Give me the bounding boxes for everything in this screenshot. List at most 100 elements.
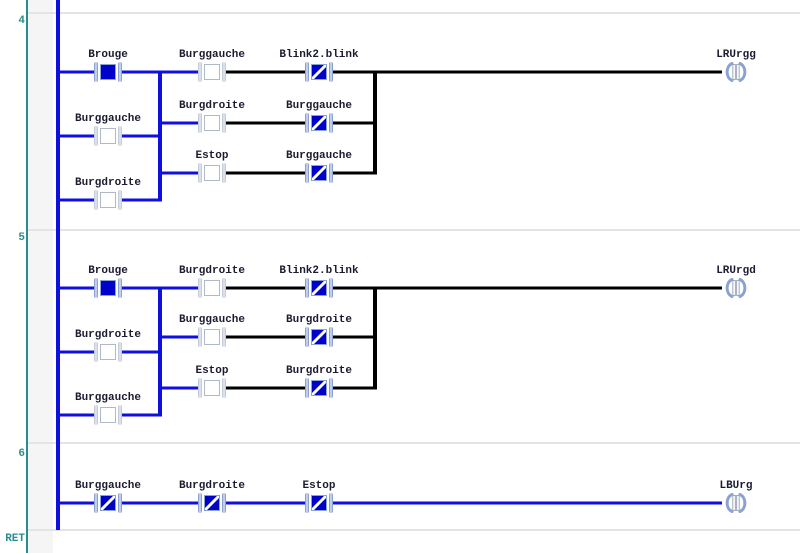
rung-number-gutter [28,0,53,553]
contact-label-brouge[interactable]: Brouge [88,49,128,61]
contact-burggauche[interactable] [94,126,122,146]
contact-label-burgdroite[interactable]: Burgdroite [178,100,245,112]
contact-right-bar [222,113,226,133]
coil-lburg[interactable] [722,493,750,513]
contact-burgdroite[interactable] [305,378,333,398]
coil-lrurgg[interactable] [722,62,750,82]
contact-left-bar [94,126,98,146]
contact-label-burggauche[interactable]: Burggauche [74,480,141,492]
contact-left-bar [305,493,309,513]
contact-right-bar [222,378,226,398]
contact-burggauche[interactable] [305,113,333,133]
contact-estop[interactable] [198,163,226,183]
contact-label-burggauche[interactable]: Burggauche [285,150,352,162]
contact-state-box [311,64,327,80]
contact-right-bar [118,405,122,425]
contact-brouge[interactable] [94,62,122,82]
contact-right-bar [118,342,122,362]
contact-left-bar [94,342,98,362]
contact-left-bar [94,190,98,210]
coil-label-lrurgd[interactable]: LRUrgd [716,265,756,277]
contact-state-box [100,192,116,208]
contact-state-box [100,280,116,296]
contact-burgdroite[interactable] [198,493,226,513]
contact-left-bar [198,378,202,398]
contact-burggauche[interactable] [198,62,226,82]
contact-left-bar [198,113,202,133]
contact-estop[interactable] [198,378,226,398]
contact-right-bar [222,327,226,347]
contact-burggauche[interactable] [94,405,122,425]
contact-right-bar [118,190,122,210]
contact-estop[interactable] [305,493,333,513]
contact-state-box [311,380,327,396]
contact-state-box [100,344,116,360]
contact-right-bar [222,163,226,183]
contact-left-bar [94,493,98,513]
contact-left-bar [305,278,309,298]
contact-label-burggauche[interactable]: Burggauche [74,113,141,125]
contact-left-bar [198,493,202,513]
contact-state-box [204,495,220,511]
contact-label-burggauche[interactable]: Burggauche [178,49,245,61]
contact-label-burgdroite[interactable]: Burgdroite [285,314,352,326]
contact-label-burggauche[interactable]: Burggauche [74,392,141,404]
contact-label-blink2-blink[interactable]: Blink2.blink [279,265,359,277]
contact-right-bar [222,62,226,82]
rung-number-5[interactable]: 5 [18,232,25,244]
coil-label-lburg[interactable]: LBUrg [719,480,753,492]
contact-burggauche[interactable] [305,163,333,183]
contact-burgdroite[interactable] [198,113,226,133]
contact-right-bar [118,126,122,146]
contact-burgdroite[interactable] [94,342,122,362]
rung-number-6[interactable]: 6 [18,448,25,460]
contact-right-bar [329,113,333,133]
contact-left-bar [305,378,309,398]
contact-state-box [204,280,220,296]
contact-state-box [204,64,220,80]
contact-label-burgdroite[interactable]: Burgdroite [178,480,245,492]
contact-left-bar [94,62,98,82]
contact-burgdroite[interactable] [305,327,333,347]
contact-blink2-blink[interactable] [305,62,333,82]
contact-right-bar [118,493,122,513]
contact-label-estop[interactable]: Estop [195,150,229,162]
contact-label-burgdroite[interactable]: Burgdroite [74,329,141,341]
contact-right-bar [329,278,333,298]
contact-state-box [311,329,327,345]
contact-left-bar [305,327,309,347]
contact-label-burggauche[interactable]: Burggauche [285,100,352,112]
contact-state-box [311,115,327,131]
contact-left-bar [198,62,202,82]
contact-brouge[interactable] [94,278,122,298]
contact-label-estop[interactable]: Estop [195,365,229,377]
contact-blink2-blink[interactable] [305,278,333,298]
contact-label-burggauche[interactable]: Burggauche [178,314,245,326]
contact-label-estop[interactable]: Estop [302,480,336,492]
contact-right-bar [118,62,122,82]
contact-burgdroite[interactable] [94,190,122,210]
contact-burggauche[interactable] [198,327,226,347]
coil-lrurgd[interactable] [722,278,750,298]
contact-label-burgdroite[interactable]: Burgdroite [285,365,352,377]
coil-label-lrurgg[interactable]: LRUrgg [716,49,756,61]
contact-right-bar [329,378,333,398]
contact-label-brouge[interactable]: Brouge [88,265,128,277]
contact-right-bar [222,493,226,513]
contact-label-burgdroite[interactable]: Burgdroite [178,265,245,277]
contact-burgdroite[interactable] [198,278,226,298]
rung-number-4[interactable]: 4 [18,15,25,27]
contact-label-blink2-blink[interactable]: Blink2.blink [279,49,359,61]
contact-state-box [311,165,327,181]
contact-label-burgdroite[interactable]: Burgdroite [74,177,141,189]
contact-burggauche[interactable] [94,493,122,513]
contact-state-box [311,280,327,296]
contact-state-box [204,329,220,345]
contact-left-bar [198,163,202,183]
coil-icon [725,62,747,82]
contact-left-bar [198,278,202,298]
contact-right-bar [329,62,333,82]
return-label[interactable]: RET [5,533,25,545]
